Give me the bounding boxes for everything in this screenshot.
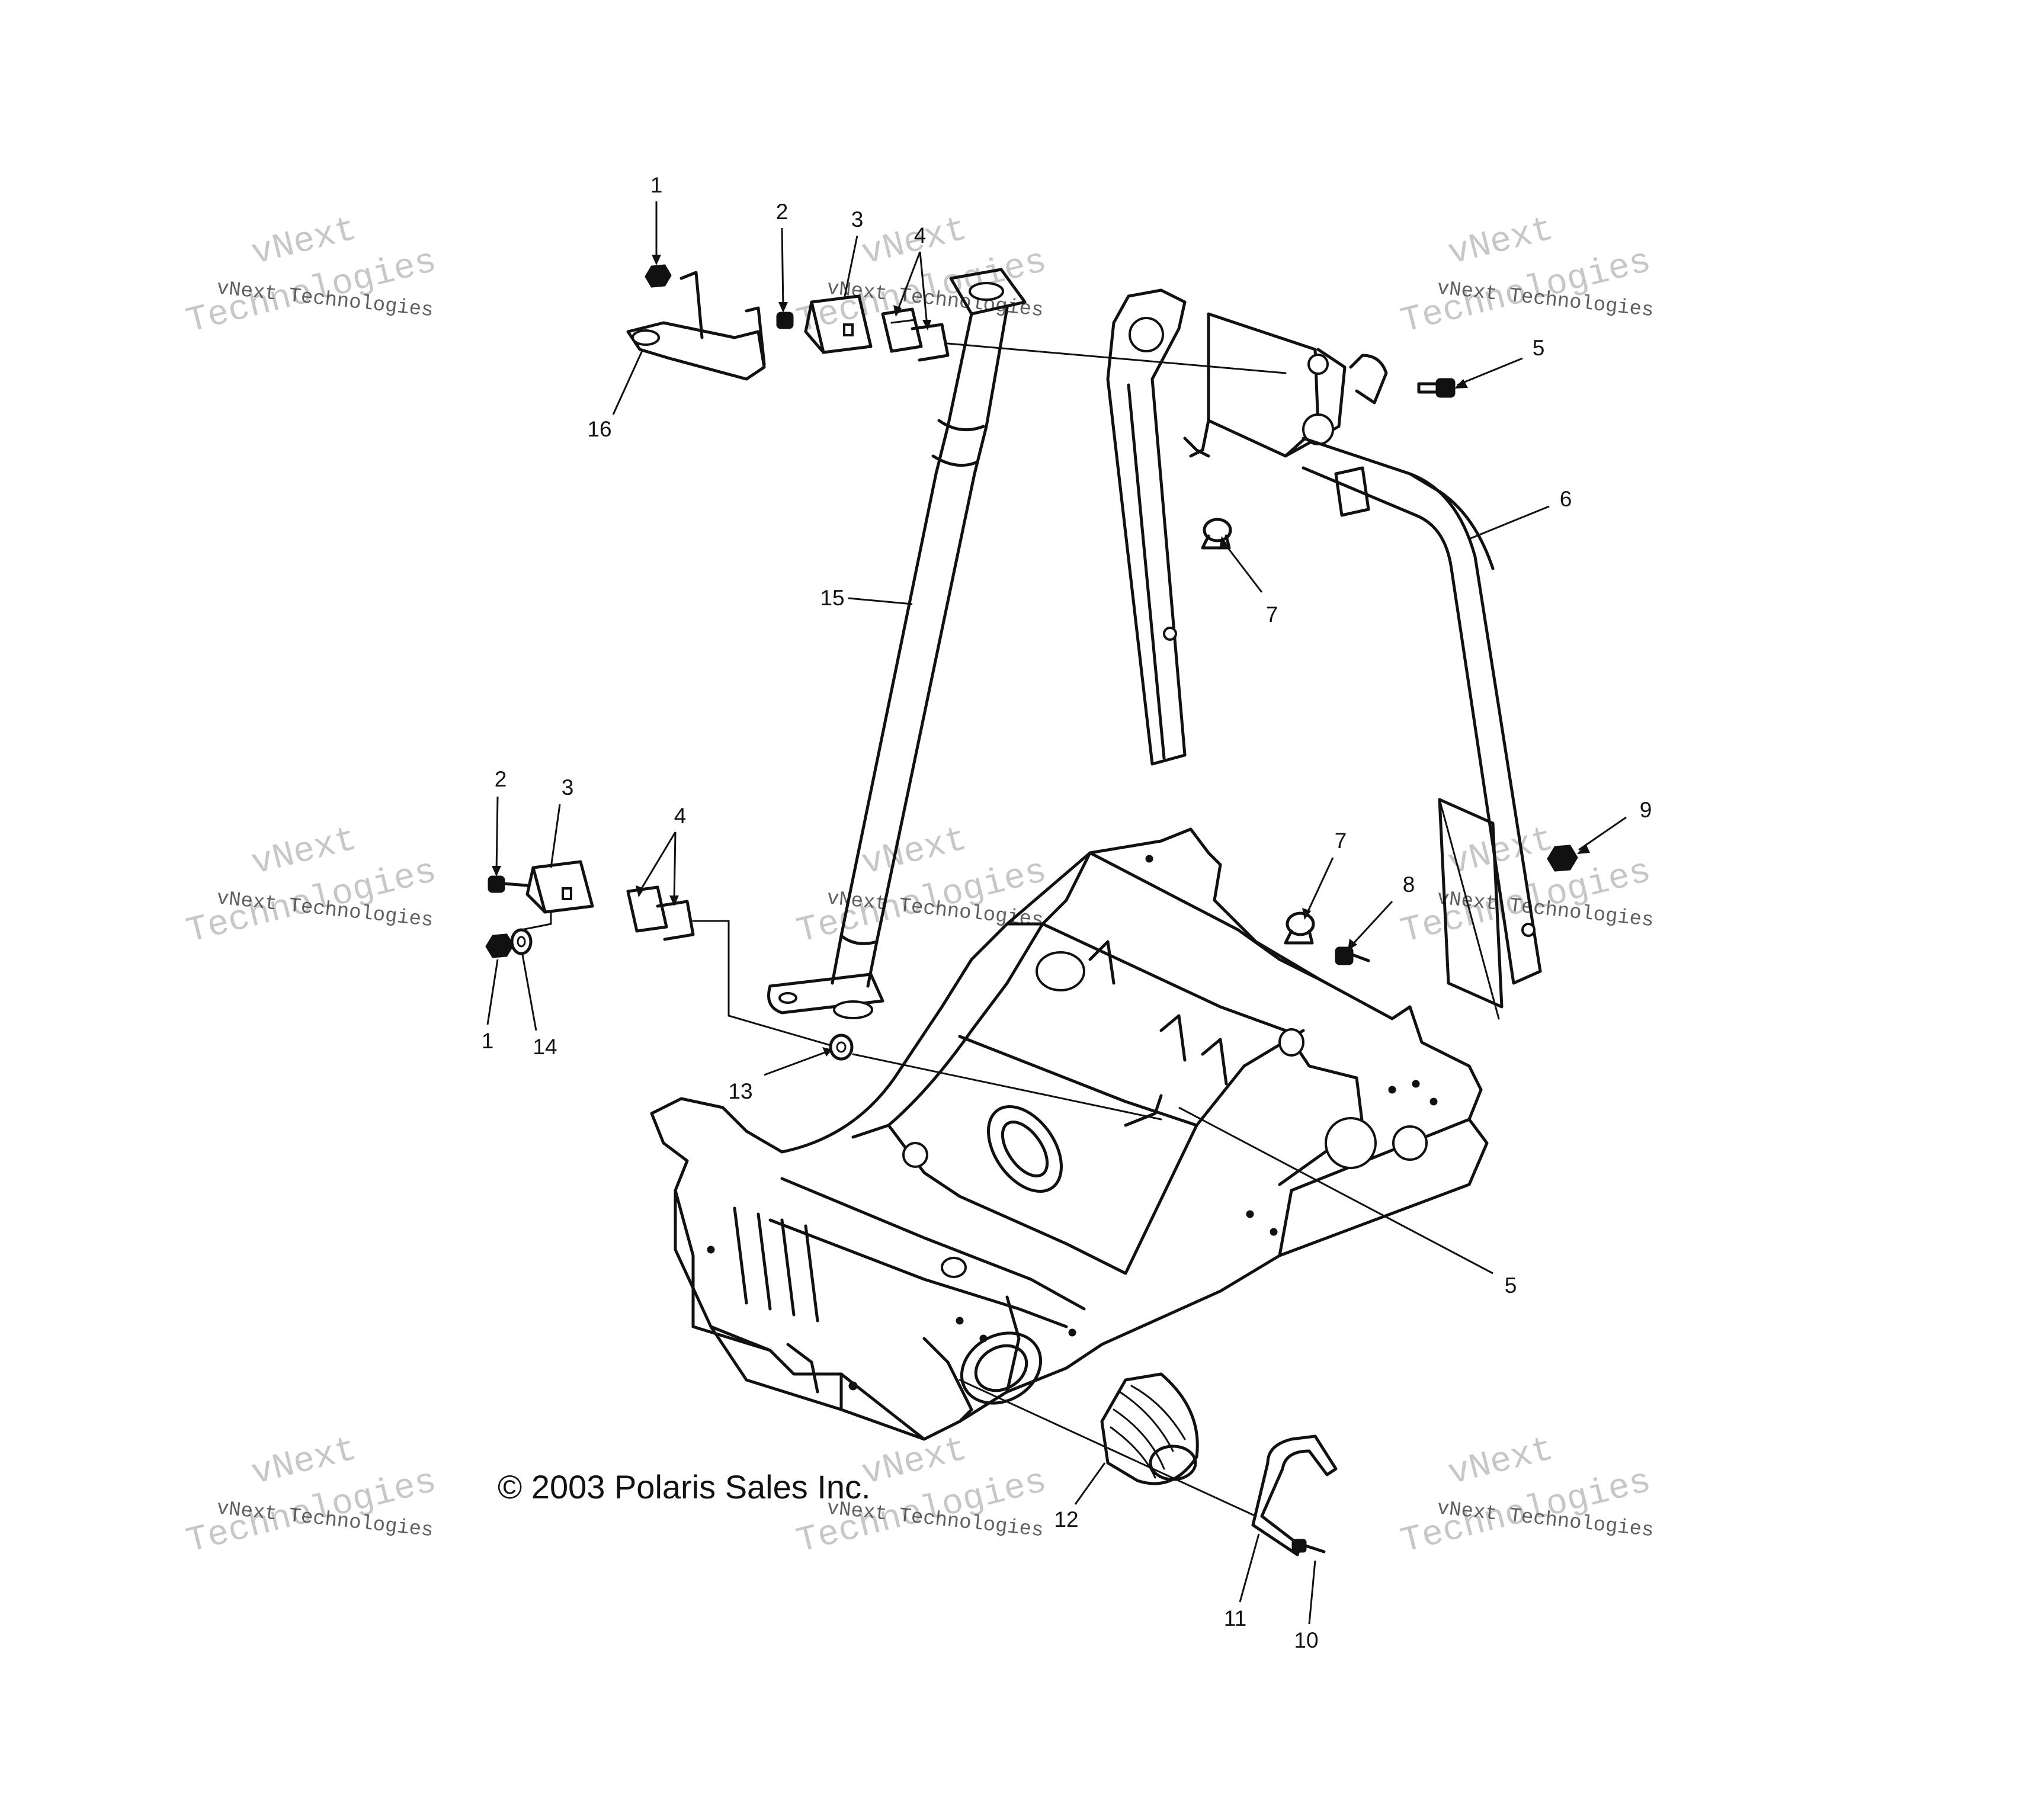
watermark-brand: vNext — [1444, 210, 1557, 275]
top-nut-1 — [645, 264, 672, 288]
callout-label: 7 — [1335, 829, 1347, 853]
top-clamp-3 — [804, 294, 873, 354]
callout-label: 7 — [1266, 602, 1278, 627]
callout-label: 2 — [776, 200, 788, 224]
callout-label: 6 — [1560, 487, 1572, 511]
callout-7-mid: 7 — [1302, 829, 1347, 920]
callout-2-top: 2 — [776, 200, 788, 313]
watermark-bottom-left: vNext Technologies vNext Technologies — [182, 1430, 441, 1563]
copyright-text: © 2003 Polaris Sales Inc. — [498, 1468, 871, 1506]
left-bushing-4 — [626, 885, 695, 941]
callout-2-left: 2 — [492, 767, 507, 877]
callout-label: 16 — [587, 417, 611, 441]
callout-9: 9 — [1577, 798, 1652, 854]
callout-label: 8 — [1403, 872, 1415, 897]
callout-11: 11 — [1224, 1533, 1260, 1630]
callout-label: 3 — [851, 207, 864, 232]
callout-13: 13 — [728, 1047, 832, 1103]
callout-12: 12 — [1054, 1462, 1106, 1532]
boot-12 — [1100, 1372, 1199, 1485]
top-bracket-16 — [626, 271, 766, 381]
chassis-frame — [650, 827, 1489, 1441]
callout-label: 11 — [1224, 1606, 1246, 1630]
callout-4-top: 4 — [893, 223, 931, 330]
watermark-mid-left: vNext Technologies vNext Technologies — [182, 820, 441, 953]
callout-label: 1 — [482, 1029, 494, 1053]
watermark-group: vNext Technologies vNext Technologies vN… — [182, 210, 1655, 1563]
callout-5-bottom: 5 — [1178, 1106, 1517, 1298]
watermark-top-right: vNext Technologies vNext Technologies — [1397, 210, 1655, 343]
callout-label: 15 — [820, 586, 844, 610]
washer-13 — [829, 1033, 854, 1061]
callout-label: 9 — [1640, 798, 1652, 822]
left-clamp-3 — [525, 860, 594, 914]
callout-label: 10 — [1294, 1628, 1318, 1652]
watermark-brand: vNext — [1444, 1430, 1557, 1495]
bolt-8 — [1335, 946, 1370, 965]
watermark-top-left: vNext Technologies vNext Technologies — [182, 210, 441, 343]
callout-label: 4 — [914, 223, 927, 248]
watermark-brand: vNext — [1444, 820, 1557, 885]
top-screw-2 — [776, 312, 794, 329]
callout-label: 14 — [533, 1035, 557, 1059]
callout-3-left: 3 — [550, 775, 574, 868]
callout-label: 13 — [728, 1079, 752, 1103]
callout-1-left: 1 — [482, 959, 499, 1053]
watermark-mid-center: vNext Technologies vNext Technologies — [793, 820, 1051, 953]
callout-8: 8 — [1348, 872, 1415, 951]
bolt-5-top — [1417, 378, 1456, 398]
washer-14 — [510, 928, 533, 955]
clip-7-mid — [1284, 911, 1315, 945]
callout-7-top: 7 — [1219, 536, 1278, 627]
clip-7-top — [1201, 518, 1232, 550]
callout-15: 15 — [820, 586, 913, 610]
callout-3-top: 3 — [843, 207, 864, 300]
callout-label: 5 — [1533, 336, 1545, 360]
watermark-bottom-right: vNext Technologies vNext Technologies — [1397, 1430, 1655, 1563]
callout-label: 5 — [1505, 1273, 1517, 1298]
callout-label: 4 — [674, 804, 687, 828]
callout-5-top: 5 — [1454, 336, 1544, 389]
callout-10: 10 — [1294, 1560, 1319, 1652]
callout-label: 3 — [562, 775, 574, 800]
screw-10 — [1291, 1539, 1326, 1553]
callout-1-top: 1 — [650, 173, 663, 265]
assembly-lines — [520, 342, 1500, 1517]
callout-label: 1 — [650, 173, 663, 197]
left-nut-1 — [485, 933, 514, 958]
steering-post-15 — [767, 268, 1027, 1019]
nut-9 — [1547, 845, 1578, 872]
bracket-11 — [1251, 1434, 1338, 1556]
left-screw-2 — [488, 875, 529, 893]
steering-support-6 — [1106, 288, 1542, 1009]
callout-4-left: 4 — [636, 804, 686, 906]
callout-label: 12 — [1054, 1507, 1078, 1532]
callout-6: 6 — [1469, 487, 1572, 540]
callout-16: 16 — [587, 349, 644, 441]
callout-14: 14 — [521, 954, 557, 1059]
callout-label: 2 — [495, 767, 507, 791]
